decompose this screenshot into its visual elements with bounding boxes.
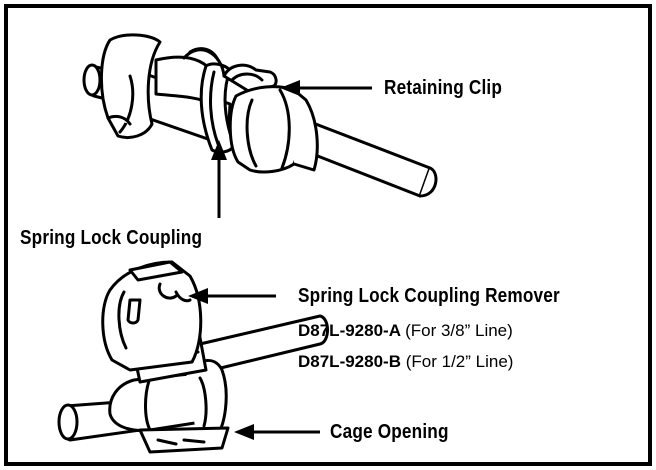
- remover-arrow: [188, 288, 276, 304]
- coupling-illustration: [82, 33, 438, 198]
- retaining-clip-arrow: [280, 80, 372, 96]
- retaining-clip-label: Retaining Clip: [384, 77, 503, 99]
- remover-label: Spring Lock Coupling Remover: [298, 285, 560, 307]
- cage-opening-label: Cage Opening: [330, 421, 449, 443]
- part-a-note: (For 3/8” Line): [405, 321, 513, 340]
- spring-lock-coupling-label: Spring Lock Coupling: [20, 227, 203, 249]
- part-a-code: D87L-9280-A: [298, 321, 401, 340]
- remover-tool-illustration: [57, 260, 329, 454]
- cage-opening-arrow: [234, 424, 320, 440]
- part-b-line: D87L-9280-B (For 1/2” Line): [298, 353, 513, 370]
- spring-lock-coupling-arrow: [211, 140, 227, 218]
- diagram-border: [4, 4, 652, 466]
- part-b-code: D87L-9280-B: [298, 352, 401, 371]
- part-b-note: (For 1/2” Line): [405, 352, 514, 371]
- part-a-line: D87L-9280-A (For 3/8” Line): [298, 322, 513, 339]
